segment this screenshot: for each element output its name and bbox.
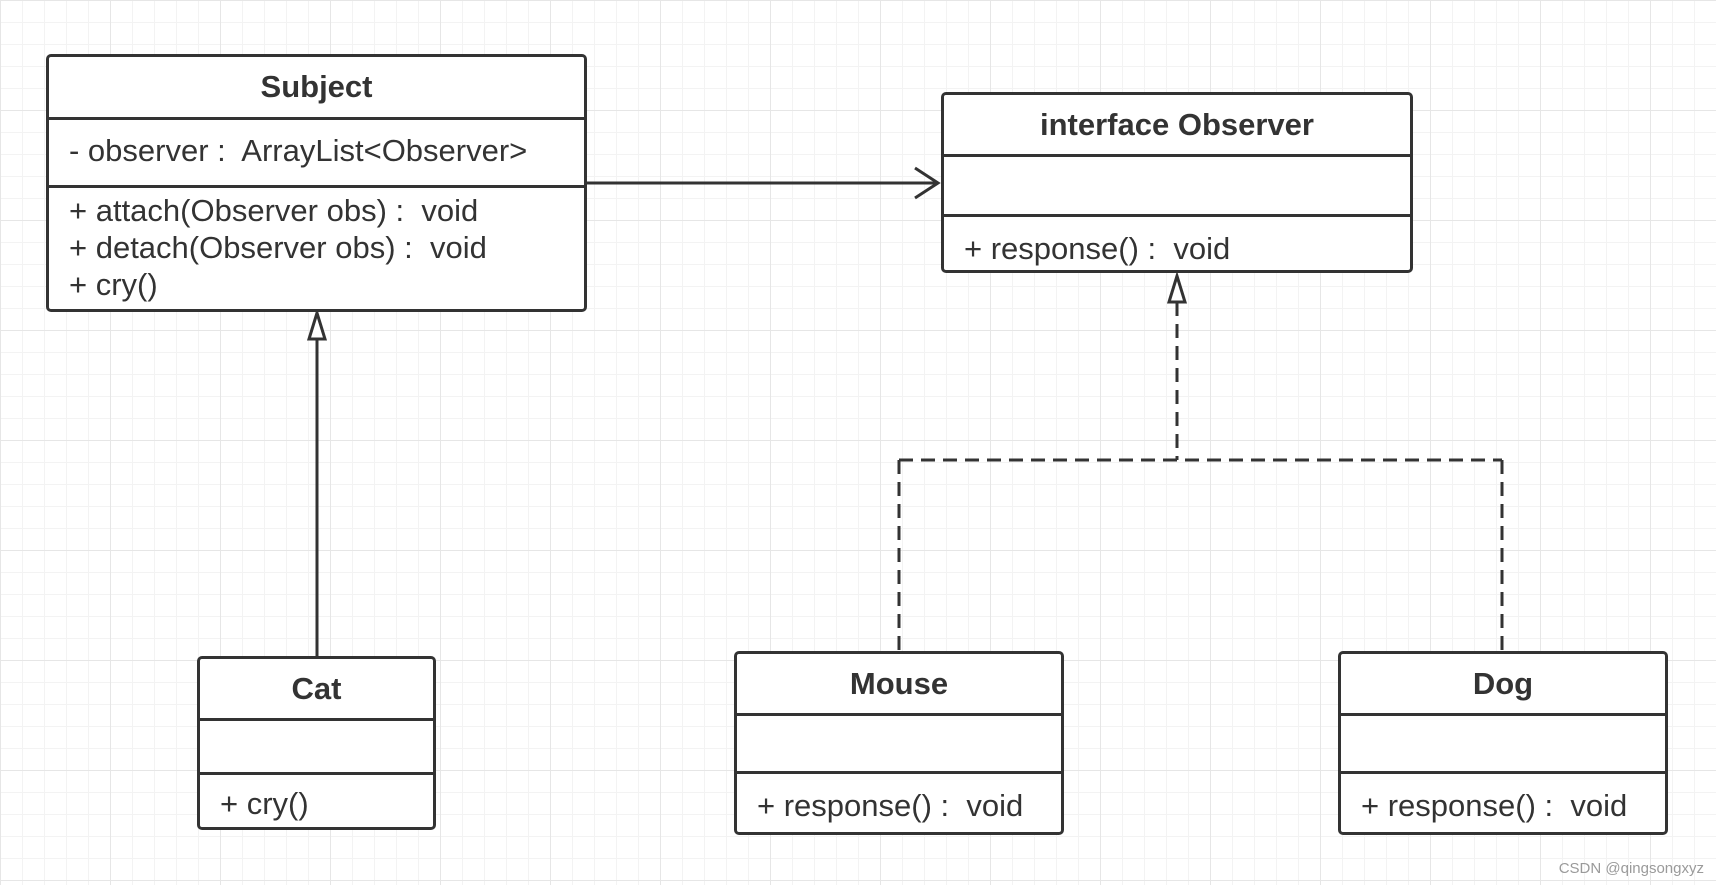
method: + response() : void	[757, 788, 1024, 823]
method: + response() : void	[1361, 788, 1628, 823]
realization-arrowhead	[1166, 270, 1188, 304]
methods-section: + cry()	[200, 775, 433, 822]
class-name-cat: Cat	[200, 659, 433, 721]
method: + detach(Observer obs) : void	[69, 230, 487, 265]
method: + response() : void	[964, 231, 1231, 266]
inheritance-arrowhead	[306, 307, 328, 341]
methods-section: + response() : void	[944, 217, 1410, 267]
methods-section: + attach(Observer obs) : void + detach(O…	[49, 188, 584, 303]
class-observer[interactable]: interface Observer + response() : void	[941, 92, 1413, 273]
class-cat[interactable]: Cat + cry()	[197, 656, 436, 830]
attribute: - observer : ArrayList<Observer>	[69, 133, 528, 168]
watermark: CSDN @qingsongxyz	[1558, 860, 1704, 877]
method: + cry()	[220, 786, 309, 821]
class-dog[interactable]: Dog + response() : void	[1338, 651, 1668, 835]
methods-section: + response() : void	[737, 774, 1061, 824]
class-name-subject: Subject	[49, 57, 584, 120]
association-arrowhead	[914, 166, 941, 200]
class-name-dog: Dog	[1341, 654, 1665, 716]
method: + cry()	[69, 267, 158, 302]
class-mouse[interactable]: Mouse + response() : void	[734, 651, 1064, 835]
class-subject[interactable]: Subject - observer : ArrayList<Observer>…	[46, 54, 587, 312]
attributes-section	[200, 721, 433, 775]
attributes-section: - observer : ArrayList<Observer>	[49, 120, 584, 188]
method: + attach(Observer obs) : void	[69, 193, 479, 228]
attributes-section	[1341, 716, 1665, 774]
attributes-section	[944, 157, 1410, 217]
methods-section: + response() : void	[1341, 774, 1665, 824]
attributes-section	[737, 716, 1061, 774]
class-name-mouse: Mouse	[737, 654, 1061, 716]
class-name-observer: interface Observer	[944, 95, 1410, 157]
